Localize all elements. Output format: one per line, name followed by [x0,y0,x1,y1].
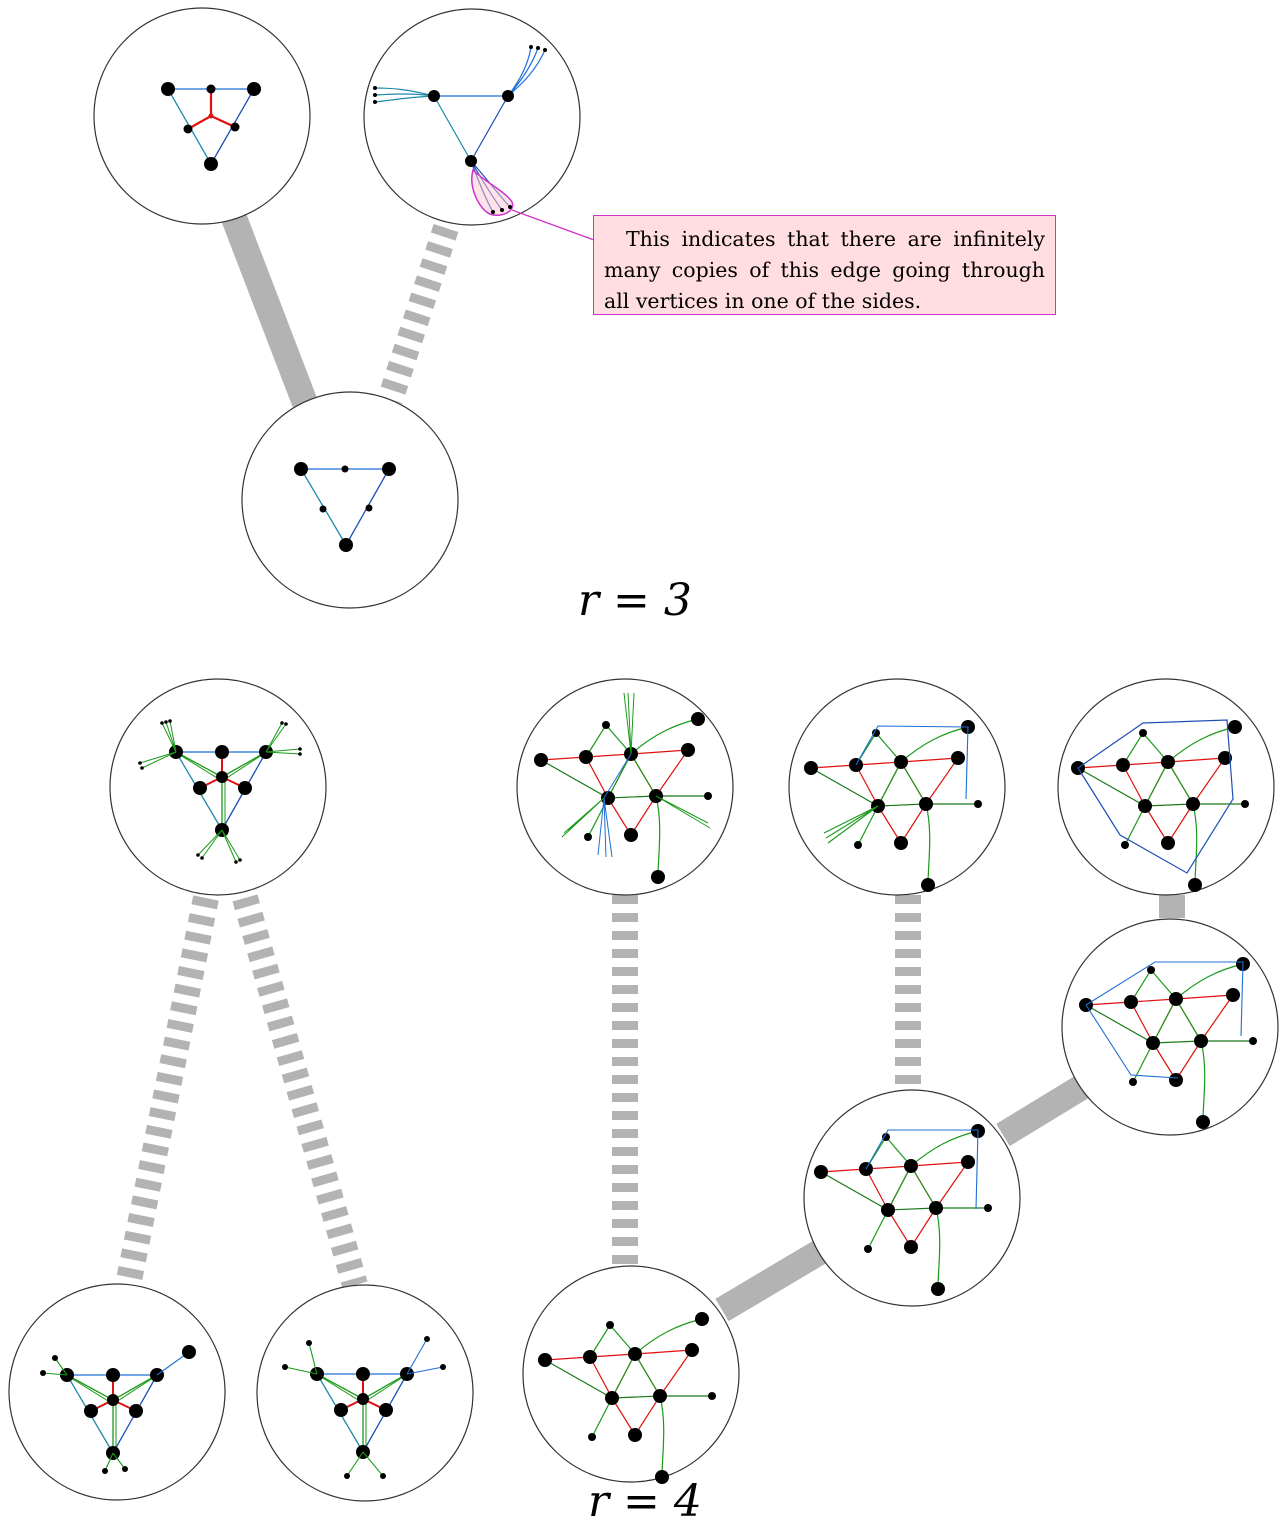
node-circle [93,7,311,225]
graph-r3-c [294,462,396,552]
graph-r3-a [161,82,261,171]
label-r3: r = 3 [578,575,692,626]
dashed-connector [115,895,219,1288]
solid-connector [996,1073,1092,1147]
solid-connector [715,1235,835,1322]
graph-r4-top [138,719,302,864]
node-circle [109,678,327,896]
dashed-connector [232,894,368,1289]
node-circle [256,1284,474,1502]
node-circle [803,1089,1021,1307]
node-circle [1057,678,1275,896]
graph-r4-bottom-left [40,1345,196,1474]
node-circles [8,7,1279,1502]
solid-connector [221,213,318,408]
graph-r4-grid-e [813,1123,993,1297]
connectors [115,213,1185,1322]
graph-r4-grid-b [803,719,983,893]
node-circle [8,1283,226,1501]
graph-r4-bottom-mid [282,1336,446,1479]
graph-r4-grid-a [533,692,713,885]
node-circle [516,678,734,896]
node-circle [522,1265,740,1483]
node-circle [1061,918,1279,1136]
annotation-callout: This indicates that there are infinitely… [593,215,1056,315]
graph-r4-grid-d [1078,956,1258,1130]
node-circle [788,678,1006,896]
graph-r4-grid-c [1070,719,1250,893]
node-circle [241,391,459,609]
dashed-connector [377,223,459,405]
label-r4: r = 4 [588,1476,702,1527]
node-circle [363,8,581,226]
graph-r3-b [373,45,595,241]
